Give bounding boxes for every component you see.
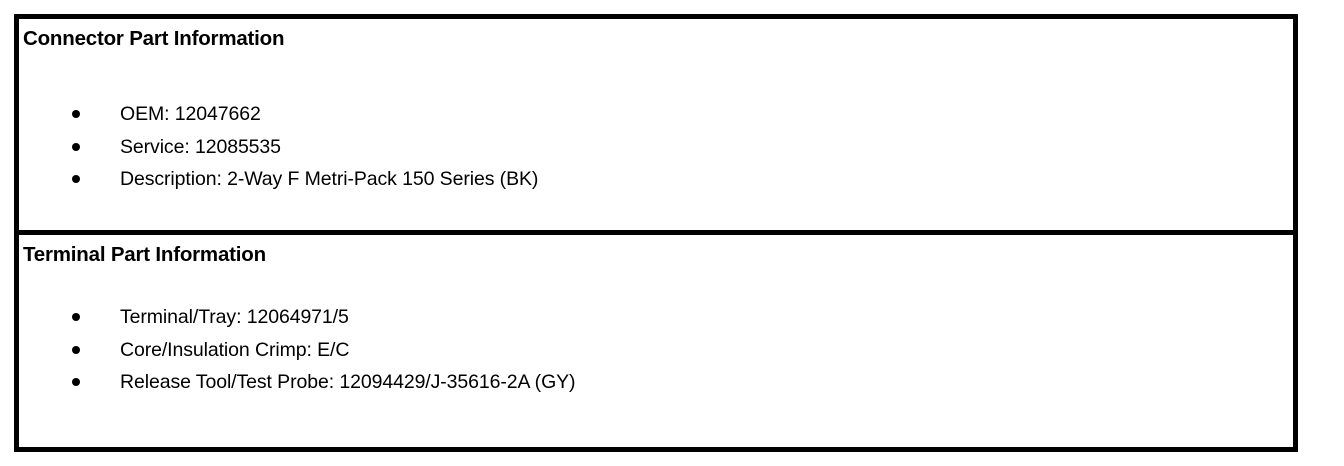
list-item: Service: 12085535 — [19, 131, 1293, 164]
release-tool-test-probe-text: Release Tool/Test Probe: 12094429/J-3561… — [120, 371, 576, 393]
connector-part-bullet-list: OEM: 12047662 Service: 12085535 Descript… — [19, 98, 1293, 196]
list-item: Terminal/Tray: 12064971/5 — [19, 301, 1293, 334]
list-item: Description: 2-Way F Metri-Pack 150 Seri… — [19, 163, 1293, 196]
bullet-point-icon — [72, 345, 80, 354]
connector-oem-text: OEM: 12047662 — [120, 103, 261, 125]
bullet-point-icon — [72, 142, 80, 151]
bullet-point-icon — [72, 313, 80, 322]
terminal-part-information-section: Terminal Part Information Terminal/Tray:… — [19, 230, 1293, 447]
bullet-point-icon — [72, 110, 80, 119]
bullet-point-icon — [72, 175, 80, 184]
core-insulation-crimp-text: Core/Insulation Crimp: E/C — [120, 338, 350, 361]
list-item: OEM: 12047662 — [19, 98, 1293, 131]
terminal-part-bullet-list: Terminal/Tray: 12064971/5 Core/Insulatio… — [19, 301, 1293, 399]
connector-section-heading: Connector Part Information — [23, 27, 285, 50]
list-item: Core/Insulation Crimp: E/C — [19, 334, 1293, 367]
terminal-tray-text: Terminal/Tray: 12064971/5 — [120, 306, 349, 328]
terminal-section-heading: Terminal Part Information — [23, 243, 266, 266]
bullet-point-icon — [72, 378, 80, 387]
connector-service-text: Service: 12085535 — [120, 135, 281, 158]
list-item: Release Tool/Test Probe: 12094429/J-3561… — [19, 366, 1293, 399]
connector-part-information-section: Connector Part Information OEM: 12047662… — [19, 19, 1293, 230]
connector-description-text: Description: 2-Way F Metri-Pack 150 Seri… — [120, 168, 539, 190]
part-information-table: Connector Part Information OEM: 12047662… — [14, 14, 1298, 452]
